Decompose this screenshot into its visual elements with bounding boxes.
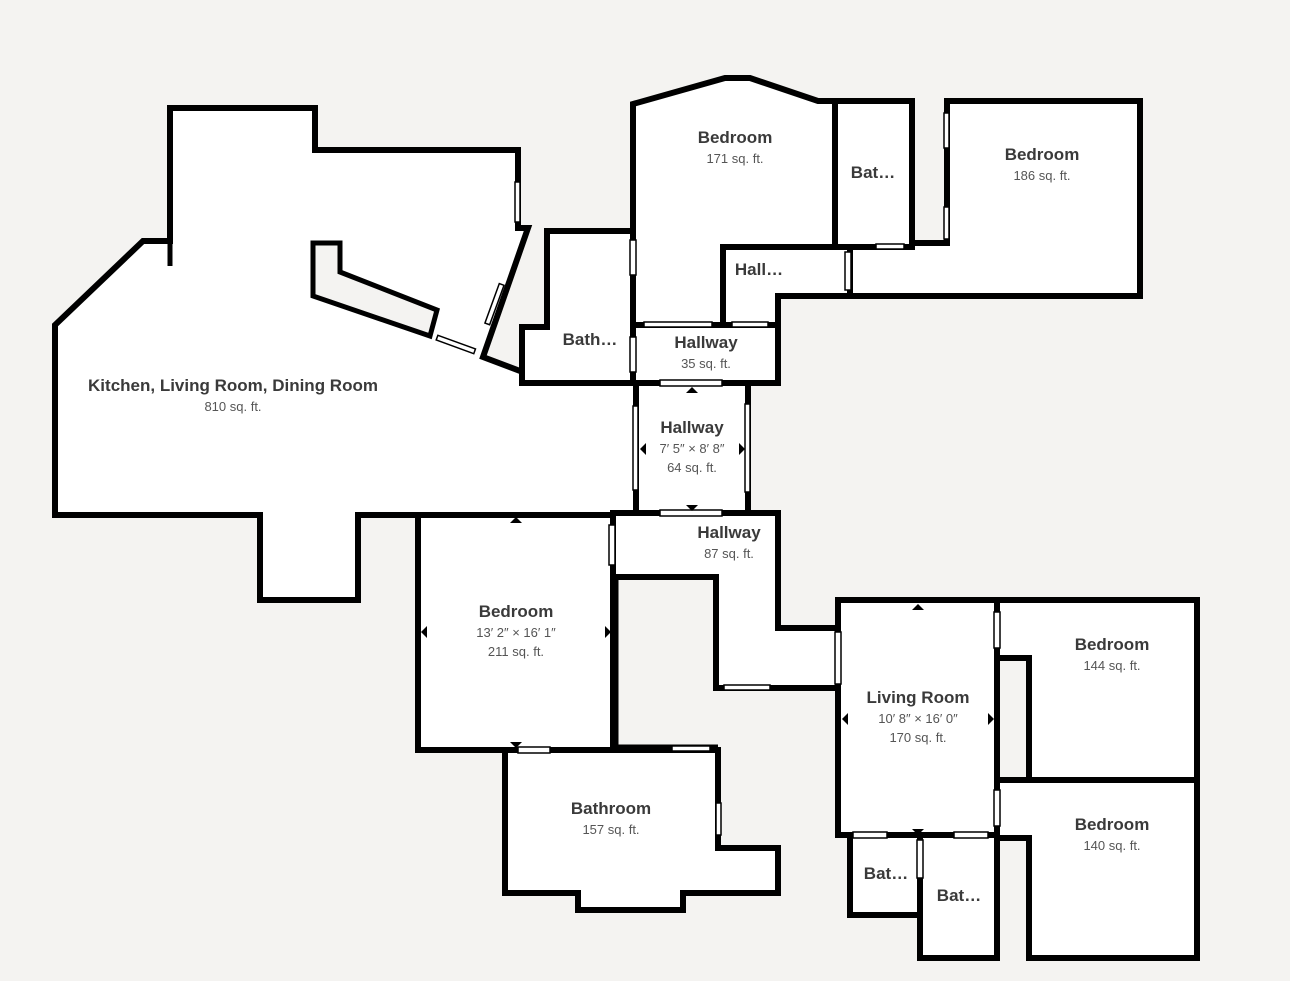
room-area: 140 sq. ft.	[1083, 838, 1140, 853]
room-area: 35 sq. ft.	[681, 356, 731, 371]
room-dimensions: 13′ 2″ × 16′ 1″	[476, 625, 556, 640]
room-area: 157 sq. ft.	[582, 822, 639, 837]
room-area: 170 sq. ft.	[889, 730, 946, 745]
room-dimensions: 10′ 8″ × 16′ 0″	[878, 711, 958, 726]
room-area: 171 sq. ft.	[706, 151, 763, 166]
room-label: Bedroom	[1005, 145, 1080, 164]
room-area: 186 sq. ft.	[1013, 168, 1070, 183]
room-label: Bath…	[563, 330, 618, 349]
room-label: Bathroom	[571, 799, 651, 818]
gap-wall	[613, 577, 718, 750]
room-label: Bedroom	[1075, 635, 1150, 654]
room-area: 211 sq. ft.	[488, 644, 544, 659]
room-label: Bedroom	[479, 602, 554, 621]
room-bedroom-144[interactable]	[994, 597, 1200, 783]
room-label: Bat…	[851, 163, 895, 182]
room-label: Hall…	[735, 260, 783, 279]
room-hall-small[interactable]	[720, 244, 853, 328]
room-bath-left[interactable]	[519, 228, 636, 386]
kitchen-island	[310, 240, 440, 340]
room-label: Bedroom	[1075, 815, 1150, 834]
room-bathroom-157[interactable]	[502, 747, 781, 913]
room-label: Hallway	[697, 523, 761, 542]
room-label: Bat…	[937, 886, 981, 905]
room-area: 64 sq. ft.	[667, 460, 717, 475]
room-label: Bat…	[864, 864, 908, 883]
room-label: Hallway	[674, 333, 738, 352]
room-area: 87 sq. ft.	[704, 546, 754, 561]
openings	[435, 112, 1001, 879]
room-label: Bedroom	[698, 128, 773, 147]
room-bedroom-140[interactable]	[994, 777, 1200, 961]
room-dimensions: 7′ 5″ × 8′ 8″	[659, 441, 724, 456]
room-kitchen-living-dining[interactable]	[52, 105, 639, 603]
dimension-arrows	[421, 387, 994, 835]
room-area: 810 sq. ft.	[204, 399, 261, 414]
room-area: 144 sq. ft.	[1083, 658, 1140, 673]
room-label: Hallway	[660, 418, 724, 437]
room-label: Living Room	[867, 688, 970, 707]
room-label: Kitchen, Living Room, Dining Room	[88, 376, 378, 395]
